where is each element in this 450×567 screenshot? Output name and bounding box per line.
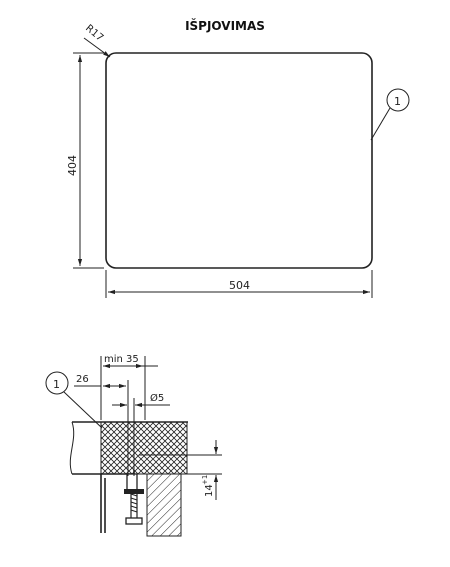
callout-circle <box>386 88 410 112</box>
section-callout-number: 1 <box>53 378 60 391</box>
worktop-break <box>69 421 75 475</box>
hole-label: Ø5 <box>150 392 164 404</box>
thickness-tolerance: +1 <box>201 475 209 485</box>
screw-nut <box>124 489 144 494</box>
mounting-section-view: min 35 26 Ø5 14 +1 1 <box>45 354 222 537</box>
cutout-outline <box>105 52 373 269</box>
section-callout-circle <box>45 371 69 395</box>
height-label: 404 <box>66 155 79 176</box>
radius-label: R17 <box>83 23 105 44</box>
callout-number: 1 <box>394 95 401 108</box>
worktop-hatch <box>100 421 188 475</box>
screw-head <box>125 517 143 525</box>
mounting-clip <box>126 473 138 491</box>
section-callout-leader <box>63 391 103 429</box>
callout-leader <box>370 107 391 141</box>
cabinet-panel <box>146 473 182 537</box>
screw-thread <box>130 493 138 513</box>
thickness-label: 14 <box>204 484 215 497</box>
cutout-top-view: R17 404 504 1 <box>66 23 410 298</box>
thickness-label-group: 14 +1 <box>201 475 215 497</box>
drawing-title: IŠPJOVIMAS <box>185 19 265 33</box>
width-label: 504 <box>229 279 250 292</box>
min-label: min 35 <box>104 354 139 365</box>
radius-leader <box>83 37 111 58</box>
offset-label: 26 <box>76 374 89 385</box>
